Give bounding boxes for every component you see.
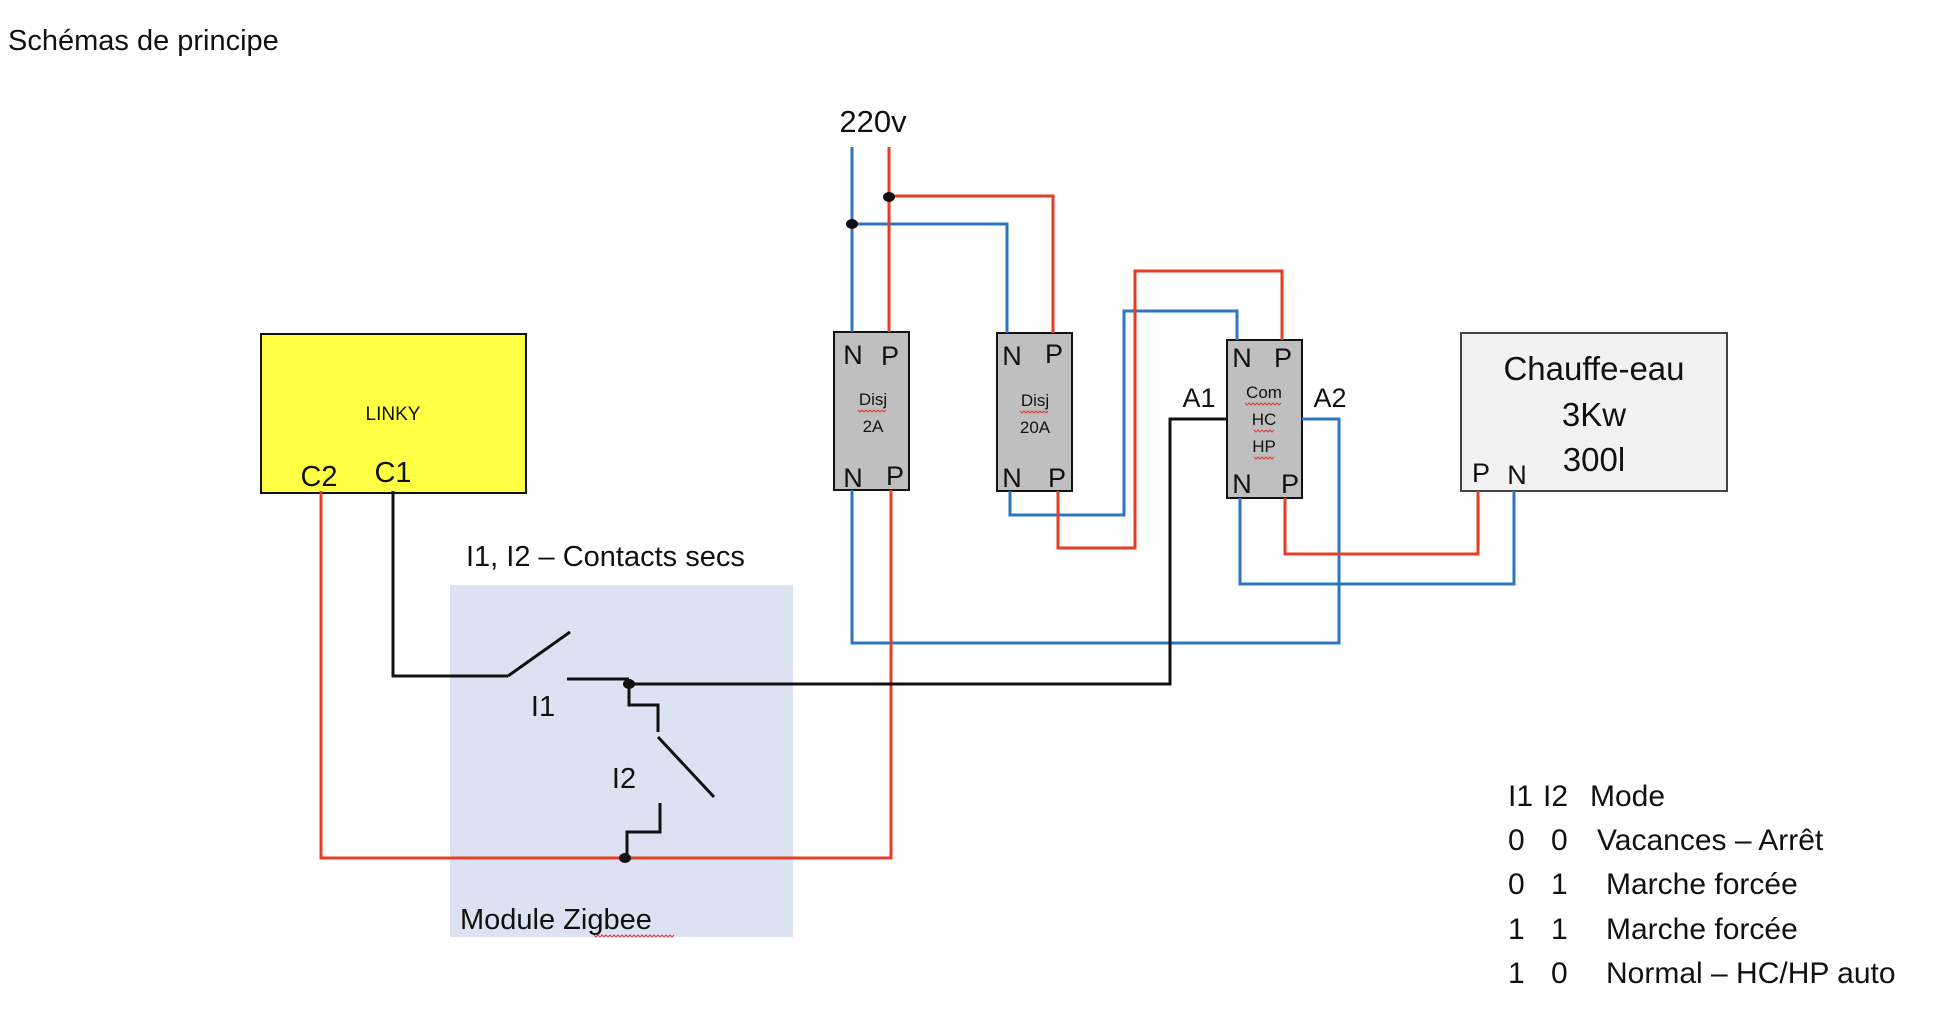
heater-line3: 300l <box>1563 441 1625 478</box>
breaker-2a-top-n: N <box>843 340 863 370</box>
mode-table-header-mode: Mode <box>1590 780 1665 813</box>
junction-switch <box>623 679 635 689</box>
phase-contactor-to-heater-wire <box>1283 491 1480 556</box>
phase-to-20a-wire <box>889 194 1055 333</box>
mode-row-3-i1: 1 <box>1508 913 1525 946</box>
mode-row-2-mode: Marche forcée <box>1606 868 1798 901</box>
switch-i1-blade <box>507 630 571 678</box>
contactor-bottom-p: P <box>1281 469 1299 499</box>
mode-row-3-mode: Marche forcée <box>1606 913 1798 946</box>
page-title: Schémas de principe <box>8 25 279 57</box>
heater-terminal-n: N <box>1507 460 1527 490</box>
linky-c2-wire <box>319 491 625 860</box>
breaker-2a-bottom-n: N <box>843 463 863 493</box>
switch-i2-blade <box>656 735 716 799</box>
switch-i2-lower-contact <box>625 803 662 858</box>
switch-i2-upper-contact <box>627 684 660 732</box>
water-heater <box>1460 332 1728 492</box>
breaker-20a-top-p: P <box>1045 339 1063 369</box>
switch-i1-label: I1 <box>531 691 555 723</box>
mode-row-4-i1: 1 <box>1508 957 1525 990</box>
phase-20a-to-contactor-wire <box>1056 269 1284 550</box>
linky-c1-wire <box>391 491 508 678</box>
neutral-contactor-to-heater-wire <box>1238 491 1516 586</box>
linky-terminal-c2: C2 <box>300 461 337 493</box>
mode-row-4-mode: Normal – HC/HP auto <box>1606 957 1896 990</box>
contactor-top-p: P <box>1274 343 1292 373</box>
breaker-20a-bottom-n: N <box>1002 463 1022 493</box>
breaker-2a-top-p: P <box>881 341 899 371</box>
coil-a1-wire <box>629 417 1227 686</box>
mode-row-1-mode: Vacances – Arrêt <box>1597 824 1824 857</box>
contactor-name-line1: Com <box>1246 383 1282 402</box>
module-label: Module Zigbee <box>460 904 652 936</box>
neutral-to-20a-wire <box>852 222 1009 333</box>
spellcheck-underlines <box>593 402 1282 938</box>
breaker-2a-name-line1: Disj <box>859 390 887 409</box>
junction-common <box>619 853 631 863</box>
contactor-name-line3: HP <box>1252 437 1276 456</box>
breaker-2a-bottom-p: P <box>886 461 904 491</box>
breaker-2a-name-line2: 2A <box>863 417 884 436</box>
mode-row-4-i2: 0 <box>1551 957 1568 990</box>
mode-table-header-i1: I1 <box>1508 780 1533 813</box>
breaker-20a-bottom-p: P <box>1048 463 1066 493</box>
neutral-2a-to-coil-wire <box>850 417 1341 645</box>
mode-row-1-i1: 0 <box>1508 824 1525 857</box>
zigbee-module-area <box>450 585 793 937</box>
linky-label: LINKY <box>366 404 421 425</box>
breaker-20a-top-n: N <box>1002 341 1022 371</box>
mode-row-2-i1: 0 <box>1508 868 1525 901</box>
mode-table: I1 I2 Mode 0 0 Vacances – Arrêt 0 1 Marc… <box>1508 780 1896 990</box>
mode-table-header-i2: I2 <box>1543 780 1568 813</box>
contacts-caption: I1, I2 – Contacts secs <box>466 541 745 573</box>
mode-row-2-i2: 1 <box>1551 868 1568 901</box>
switch-i2-label: I2 <box>612 763 636 795</box>
mode-row-3-i2: 1 <box>1551 913 1568 946</box>
contactor-bottom-n: N <box>1232 469 1252 499</box>
heater-line1: Chauffe-eau <box>1503 350 1684 387</box>
junction-neutral <box>846 219 858 229</box>
neutral-20a-to-contactor-wire <box>1008 309 1239 517</box>
heater-line2: 3Kw <box>1562 396 1626 433</box>
breaker-20a-name-line2: 20A <box>1020 418 1051 437</box>
contactor-coil-a2: A2 <box>1313 383 1346 413</box>
supply-label: 220v <box>839 104 907 139</box>
mode-row-1-i2: 0 <box>1551 824 1568 857</box>
contactor-name-line2: HC <box>1252 410 1277 429</box>
heater-terminal-p: P <box>1472 458 1490 488</box>
contactor-top-n: N <box>1232 343 1252 373</box>
contactor-coil-a1: A1 <box>1182 383 1215 413</box>
phase-2a-to-zigbee-wire <box>625 490 893 860</box>
junction-phase <box>883 192 895 202</box>
breaker-20a-name-line1: Disj <box>1021 391 1049 410</box>
linky-terminal-c1: C1 <box>374 457 411 489</box>
linky-meter <box>260 333 527 494</box>
